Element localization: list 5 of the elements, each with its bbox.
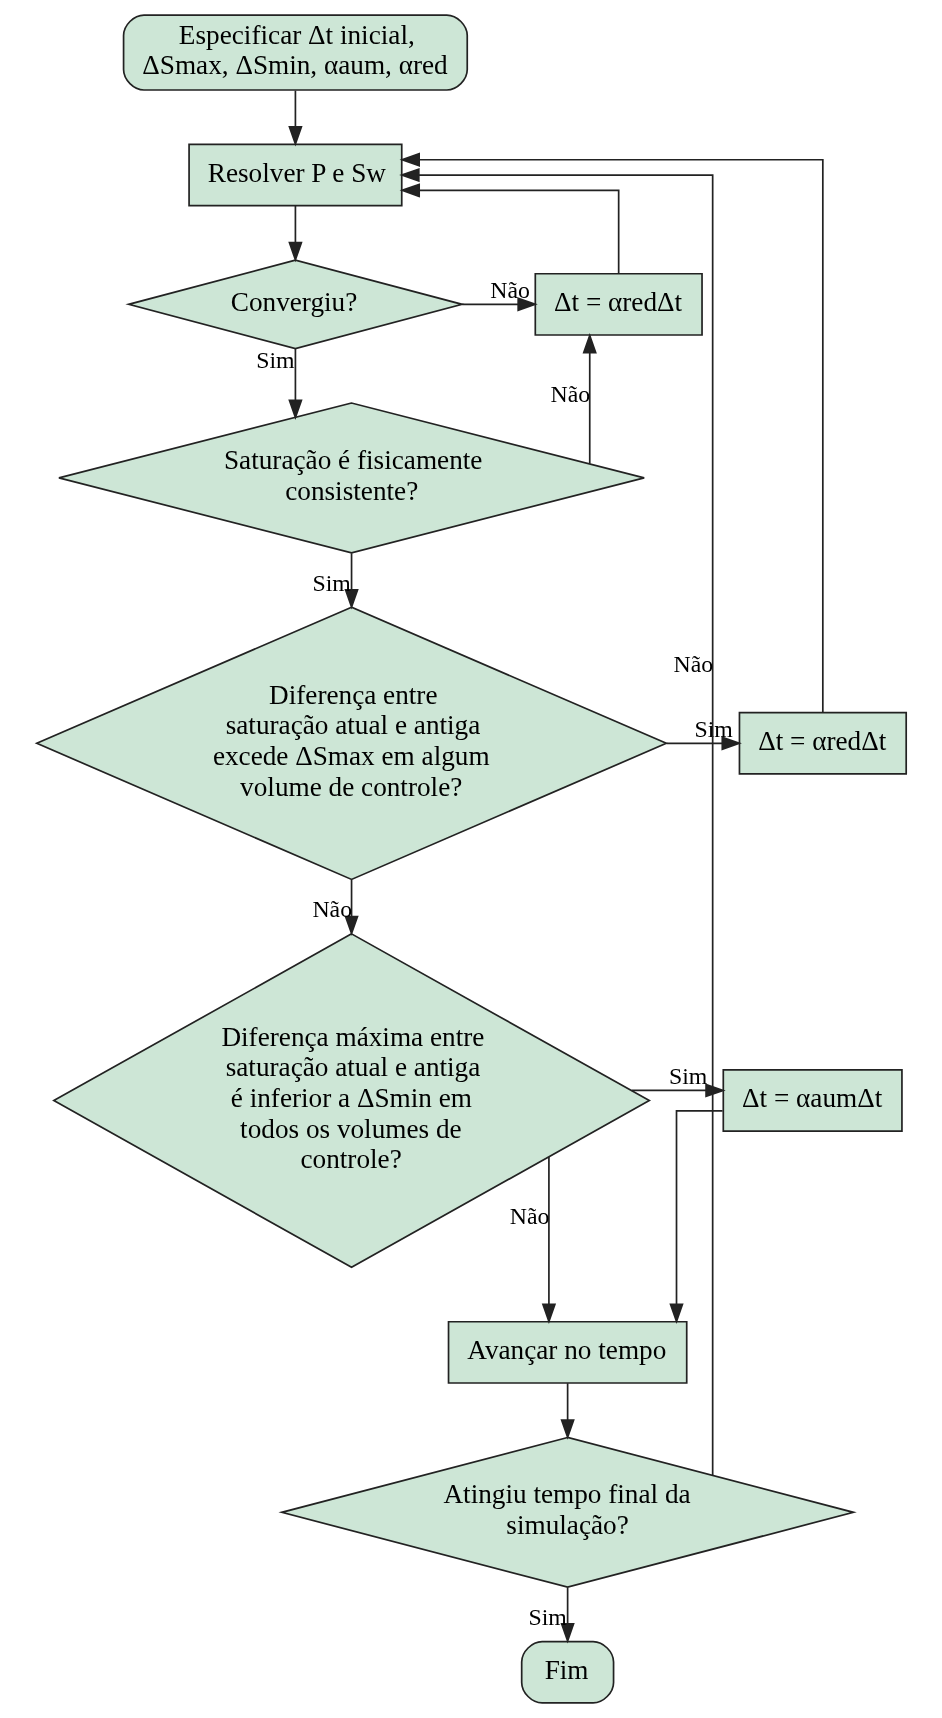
edge-label: Não xyxy=(489,276,530,303)
edge-label: Sim xyxy=(668,1062,707,1089)
edge-label: Sim xyxy=(311,569,351,596)
edge-label: Sim xyxy=(528,1603,567,1630)
edge-label: Sim xyxy=(255,347,295,374)
